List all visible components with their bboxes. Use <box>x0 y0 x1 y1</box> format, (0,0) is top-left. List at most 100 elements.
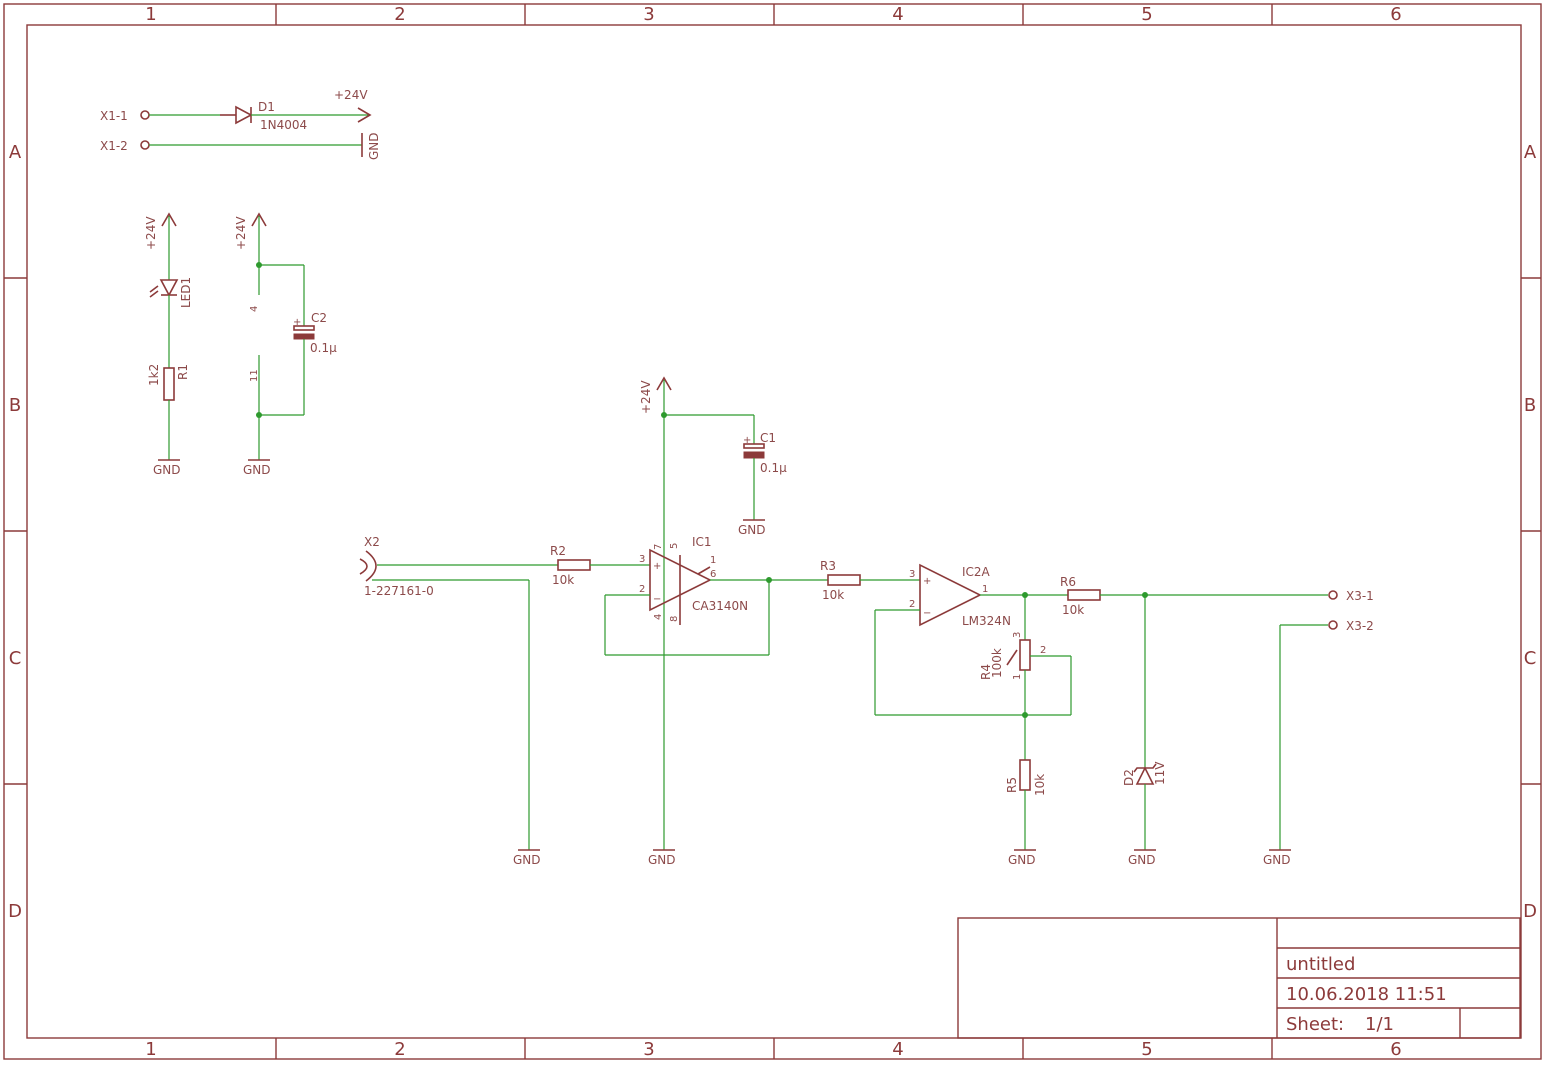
r3-name: R3 <box>820 559 836 573</box>
d2-value: 11V <box>1153 761 1167 785</box>
col-label-4-top: 4 <box>892 4 903 25</box>
r6-name: R6 <box>1060 575 1076 589</box>
ic2a-pin-3: 3 <box>909 569 915 580</box>
ic1-value: CA3140N <box>692 599 748 613</box>
ic2a-name: IC2A <box>962 565 991 579</box>
title-block <box>957 917 1521 1039</box>
col-label-4-bottom: 4 <box>892 1039 903 1060</box>
r4-pin-3: 3 <box>1012 632 1023 638</box>
date-text: 10.06.2018 11:51 <box>1286 984 1447 1005</box>
ic2-pin-11: 11 <box>249 369 260 382</box>
gnd-label-r5: GND <box>1008 853 1036 867</box>
col-label-6-bottom: 6 <box>1390 1039 1401 1060</box>
ic1-pin-7: 7 <box>653 544 664 550</box>
x1-2-label: X1-2 <box>100 139 128 153</box>
led-indicator <box>149 212 180 461</box>
r6-value: 10k <box>1062 603 1084 617</box>
ic1-pin-2: 2 <box>639 584 645 595</box>
ic1-pin-3: 3 <box>639 554 645 565</box>
row-label-c-right: C <box>1524 648 1537 669</box>
sheet-value: 1/1 <box>1365 1014 1394 1035</box>
r5-value: 10k <box>1033 774 1047 796</box>
ic2-power <box>248 212 315 461</box>
col-label-5-bottom: 5 <box>1141 1039 1152 1060</box>
d1-name: D1 <box>258 100 275 114</box>
c2-value: 0.1µ <box>310 341 337 355</box>
ic2-pin-4: 4 <box>249 306 260 312</box>
row-label-b-right: B <box>1524 395 1536 416</box>
led1-name: LED1 <box>179 277 193 308</box>
vcc-label-d1: +24V <box>334 88 368 102</box>
ic1-supply <box>653 376 765 851</box>
vcc-label-ic1: +24V <box>639 380 653 414</box>
r4-pin-2: 2 <box>1040 645 1046 656</box>
x3-1-label: X3-1 <box>1346 589 1374 603</box>
col-label-3-bottom: 3 <box>643 1039 654 1060</box>
col-label-5-top: 5 <box>1141 4 1152 25</box>
d1-value: 1N4004 <box>260 118 307 132</box>
r4-name: R4 <box>979 664 993 680</box>
c2-plus: + <box>293 317 301 328</box>
gnd-label-x3: GND <box>1263 853 1291 867</box>
r2-value: 10k <box>552 573 574 587</box>
c2-name: C2 <box>311 311 327 325</box>
c1-plus: + <box>743 435 751 446</box>
gnd-label-x1: GND <box>367 132 381 160</box>
ic2a-plus: + <box>923 576 931 587</box>
ic2a-minus: − <box>923 608 931 619</box>
r5-name: R5 <box>1005 777 1019 793</box>
ic2a-value: LM324N <box>962 614 1011 628</box>
ic1-pin-4: 4 <box>653 614 664 620</box>
row-label-d-left: D <box>8 901 22 922</box>
row-label-a-right: A <box>1524 142 1537 163</box>
d2-name: D2 <box>1122 769 1136 786</box>
r4-value: 100k <box>990 648 1004 678</box>
ic1-pin-5: 5 <box>669 543 680 549</box>
ic2a-pin-2: 2 <box>909 599 915 610</box>
r4-pin-1: 1 <box>1012 674 1023 680</box>
x2-name: X2 <box>364 535 380 549</box>
gnd-label-ic1: GND <box>648 853 676 867</box>
gnd-label-r1: GND <box>153 463 181 477</box>
ic1-opamp <box>604 548 828 656</box>
ic1-pin-8: 8 <box>669 616 680 622</box>
row-label-c-left: C <box>9 648 22 669</box>
ic1-name: IC1 <box>692 535 712 549</box>
row-label-a-left: A <box>9 142 22 163</box>
ic1-plus: + <box>653 561 661 572</box>
col-label-2-top: 2 <box>394 4 405 25</box>
ic2a-pin-1: 1 <box>982 584 988 595</box>
gnd-label-d2: GND <box>1128 853 1156 867</box>
row-label-b-left: B <box>9 395 21 416</box>
col-label-1-bottom: 1 <box>145 1039 156 1060</box>
x1-1-label: X1-1 <box>100 109 128 123</box>
c1-name: C1 <box>760 431 776 445</box>
x2-value: 1-227161-0 <box>364 584 434 598</box>
ic1-pin-6: 6 <box>710 569 716 580</box>
gnd-label-c2: GND <box>243 463 271 477</box>
ic1-pin-1: 1 <box>710 555 716 566</box>
col-label-2-bottom: 2 <box>394 1039 405 1060</box>
power-input <box>140 105 372 157</box>
signal-input <box>359 550 650 851</box>
x3-2-label: X3-2 <box>1346 619 1374 633</box>
row-label-d-right: D <box>1523 901 1537 922</box>
col-label-1-top: 1 <box>145 4 156 25</box>
gnd-label-c1: GND <box>738 523 766 537</box>
r1-name: R1 <box>176 364 190 380</box>
title-text: untitled <box>1286 954 1355 975</box>
vcc-label-ic2: +24V <box>234 216 248 250</box>
col-label-3-top: 3 <box>643 4 654 25</box>
sheet-label: Sheet: <box>1286 1014 1344 1035</box>
drawing-frame <box>3 3 1542 1060</box>
gnd-label-x2: GND <box>513 853 541 867</box>
r2-name: R2 <box>550 544 566 558</box>
ic2a-stage <box>827 563 1072 851</box>
r1-value: 1k2 <box>147 364 161 386</box>
output-stage <box>1067 589 1338 851</box>
c1-value: 0.1µ <box>760 461 787 475</box>
vcc-label-led: +24V <box>144 216 158 250</box>
ic1-minus: − <box>653 594 661 605</box>
r3-value: 10k <box>822 588 844 602</box>
